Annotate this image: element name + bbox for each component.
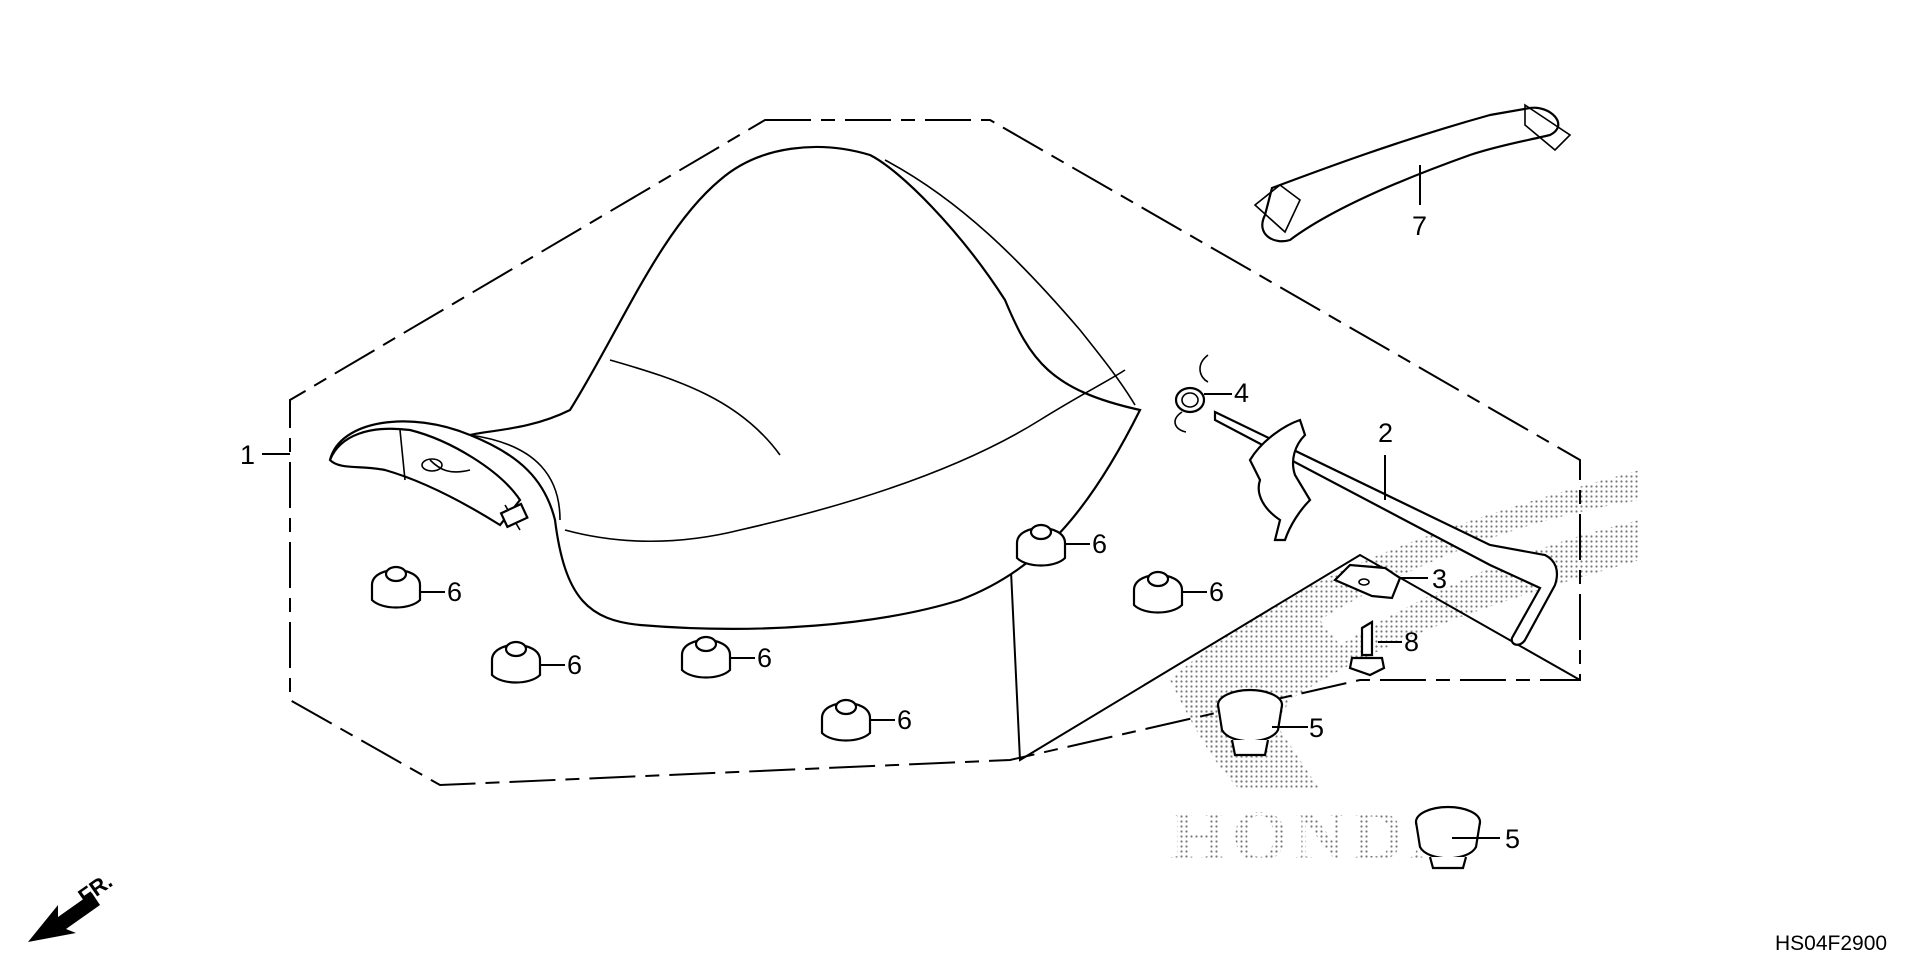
rubber-cushion-small-4	[820, 698, 872, 742]
callout-6c: 6	[757, 643, 772, 673]
callout-6f: 6	[1209, 577, 1224, 607]
front-arrow-icon	[28, 893, 100, 942]
callout-3: 3	[1432, 564, 1447, 594]
callout-4: 4	[1234, 378, 1249, 408]
callout-2: 2	[1378, 418, 1393, 448]
rubber-cushion-large-1	[1216, 688, 1284, 757]
watermark-wordmark: HONDA	[1170, 796, 1468, 876]
lock-group-boundary	[1009, 549, 1581, 762]
rubber-cushion-large-2	[1414, 805, 1482, 870]
rubber-cushion-small-1	[370, 565, 422, 609]
callout-6b: 6	[567, 650, 582, 680]
seat-strap-part	[1253, 103, 1572, 243]
spring-part	[1174, 354, 1209, 433]
seat-assembly-boundary	[289, 119, 1581, 787]
front-indicator: FR.	[28, 868, 117, 942]
seat-assembly	[328, 146, 1142, 630]
rubber-cushion-small-3	[680, 635, 732, 679]
callout-6d: 6	[897, 705, 912, 735]
seat-lock-rod-part	[1213, 410, 1559, 646]
diagram-code: HS04F2900	[1775, 932, 1887, 955]
callout-5b: 5	[1505, 824, 1520, 854]
callout-6e: 6	[1092, 529, 1107, 559]
callout-7: 7	[1412, 211, 1427, 241]
callout-6a: 6	[447, 577, 462, 607]
rod-holder-part	[1333, 563, 1402, 600]
rubber-cushion-small-5	[1015, 523, 1067, 567]
rubber-cushion-small-6	[1132, 570, 1184, 614]
bolt-part	[1348, 620, 1386, 677]
callout-8: 8	[1404, 627, 1419, 657]
rubber-cushion-small-2	[490, 640, 542, 684]
callout-1: 1	[240, 440, 255, 470]
callout-5a: 5	[1309, 713, 1324, 743]
